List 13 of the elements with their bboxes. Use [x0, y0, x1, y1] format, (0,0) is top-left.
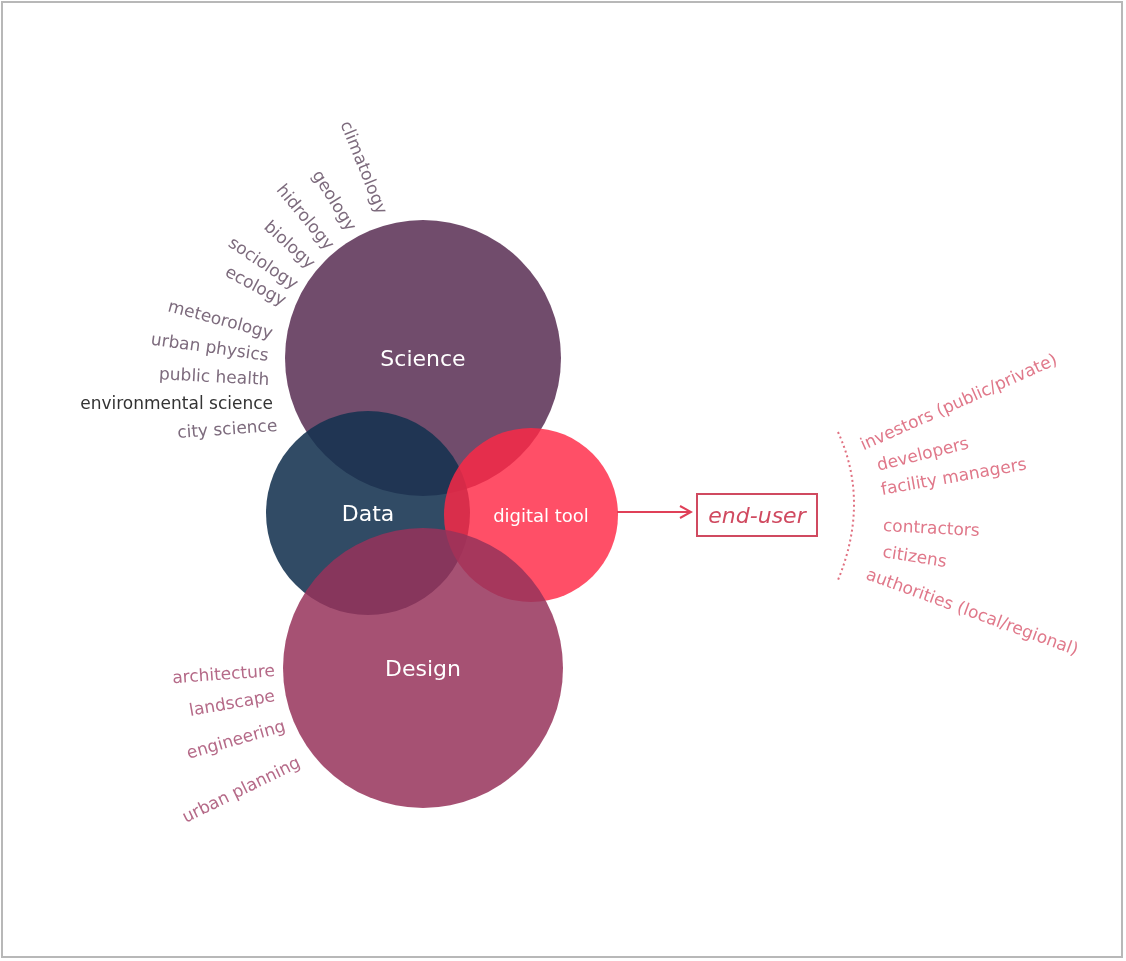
- circle-label: digital tool: [493, 504, 589, 526]
- field-label: citizens: [881, 541, 949, 571]
- field-label: architecture: [171, 660, 276, 688]
- field-label: public health: [158, 363, 270, 389]
- circle-label: Design: [385, 655, 461, 681]
- text-box: end-user: [696, 493, 818, 537]
- circle-label: Science: [380, 345, 466, 371]
- field-label: contractors: [882, 515, 981, 541]
- arrow: [616, 505, 692, 519]
- field-label: landscape: [188, 685, 277, 720]
- field-label: environmental science: [80, 393, 273, 413]
- field-label: city science: [176, 415, 278, 442]
- circle-label: Data: [341, 500, 395, 526]
